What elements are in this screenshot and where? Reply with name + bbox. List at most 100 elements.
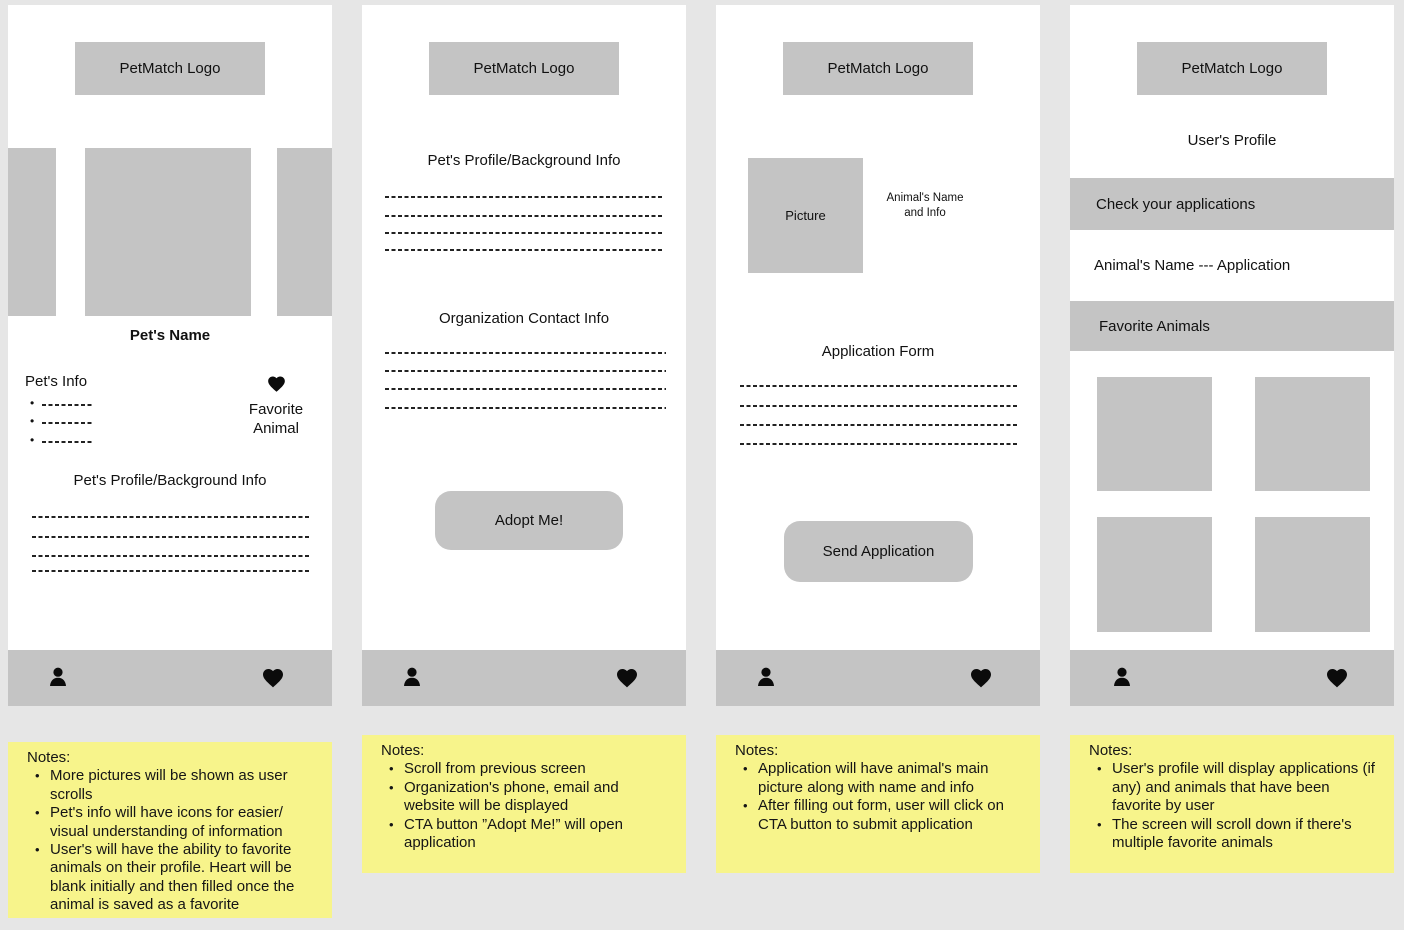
person-icon[interactable] <box>754 666 778 690</box>
sticky-note-adopt: Notes: Scroll from previous screen Organ… <box>362 735 686 873</box>
person-icon[interactable] <box>400 666 424 690</box>
note-title: Notes: <box>381 742 425 759</box>
org-placeholder-line <box>385 407 666 409</box>
favorite-animal-thumb[interactable] <box>1255 517 1370 632</box>
note-item: User's will have the ability to favorite… <box>27 841 316 915</box>
form-placeholder-line <box>740 405 1018 407</box>
org-placeholder-line <box>385 370 666 372</box>
note-item: CTA button ”Adopt Me!” will open applica… <box>381 816 670 853</box>
petmatch-logo: PetMatch Logo <box>75 42 265 95</box>
logo-label: PetMatch Logo <box>473 60 575 77</box>
check-applications-bar[interactable]: Check your applications <box>1070 178 1394 230</box>
form-placeholder-line <box>740 385 1018 387</box>
column-user-profile: PetMatch Logo User's Profile Check your … <box>1070 5 1394 873</box>
favorite-animal-thumb[interactable] <box>1097 377 1212 491</box>
pet-photo-carousel-next[interactable] <box>277 148 332 316</box>
heart-icon[interactable] <box>1325 666 1349 690</box>
application-row[interactable]: Animal's Name --- Application <box>1070 230 1394 301</box>
check-applications-label: Check your applications <box>1096 195 1256 213</box>
sticky-note-pet-detail: Notes: More pictures will be shown as us… <box>8 742 332 918</box>
note-item: More pictures will be shown as user scro… <box>27 767 316 804</box>
heart-icon[interactable] <box>261 666 285 690</box>
pet-profile-heading: Pet's Profile/Background Info <box>427 152 621 169</box>
person-icon[interactable] <box>1110 666 1134 690</box>
pet-info-heading: Pet's Info <box>25 373 88 390</box>
note-item: Organization's phone, email and website … <box>381 779 670 816</box>
org-placeholder-line <box>385 352 666 354</box>
note-item: User's profile will display applications… <box>1089 760 1378 815</box>
logo-label: PetMatch Logo <box>1181 60 1283 77</box>
note-item: The screen will scroll down if there's m… <box>1089 816 1378 853</box>
pet-name: Pet's Name <box>129 327 211 344</box>
heart-icon[interactable] <box>969 666 993 690</box>
favorite-animal-thumb[interactable] <box>1255 377 1370 491</box>
note-item: Scroll from previous screen <box>381 760 670 779</box>
logo-label: PetMatch Logo <box>119 60 221 77</box>
animal-name-caption: Animal's Name and Info <box>886 192 964 219</box>
note-item: Pet's info will have icons for easier/ v… <box>27 804 316 841</box>
bottom-nav <box>1070 650 1394 706</box>
animal-picture-placeholder: Picture <box>748 158 863 273</box>
bullet-dot: • <box>30 414 35 428</box>
pet-profile-heading: Pet's Profile/Background Info <box>73 472 267 489</box>
form-placeholder-line <box>740 424 1018 426</box>
note-list: Scroll from previous screen Organization… <box>381 760 670 852</box>
petmatch-logo: PetMatch Logo <box>1137 42 1327 95</box>
column-application: PetMatch Logo Picture Animal's Name and … <box>716 5 1040 873</box>
profile-placeholder-line <box>32 516 310 518</box>
favorite-caption: Favorite Animal <box>248 401 304 437</box>
pet-photo-carousel-prev[interactable] <box>8 148 56 316</box>
pet-photo-carousel-main[interactable] <box>85 148 251 316</box>
send-application-label: Send Application <box>822 543 935 560</box>
profile-placeholder-line <box>32 555 310 557</box>
profile-placeholder-line <box>32 536 310 538</box>
note-list: More pictures will be shown as user scro… <box>27 767 316 914</box>
pet-info-placeholder-line <box>42 404 94 406</box>
bottom-nav <box>716 650 1040 706</box>
screen-pet-detail: PetMatch Logo Pet's Name Pet's Info • • … <box>8 5 332 706</box>
application-form-heading: Application Form <box>821 343 935 360</box>
note-title: Notes: <box>1089 742 1133 759</box>
screen-adopt: PetMatch Logo Pet's Profile/Background I… <box>362 5 686 706</box>
favorite-animals-bar[interactable]: Favorite Animals <box>1070 301 1394 351</box>
adopt-me-button[interactable]: Adopt Me! <box>435 491 623 550</box>
logo-label: PetMatch Logo <box>827 60 929 77</box>
application-row-label: Animal's Name --- Application <box>1094 257 1291 274</box>
send-application-button[interactable]: Send Application <box>784 521 973 582</box>
column-adopt: PetMatch Logo Pet's Profile/Background I… <box>362 5 686 873</box>
note-title: Notes: <box>27 749 71 766</box>
bullet-dot: • <box>30 433 35 447</box>
bullet-dot: • <box>30 396 35 410</box>
user-profile-title: User's Profile <box>1187 132 1277 149</box>
picture-label: Picture <box>785 208 826 223</box>
favorite-heart-icon[interactable] <box>266 374 287 394</box>
org-placeholder-line <box>385 388 666 390</box>
heart-icon[interactable] <box>615 666 639 690</box>
org-contact-heading: Organization Contact Info <box>438 310 610 327</box>
profile-placeholder-line <box>385 249 664 251</box>
bottom-nav <box>8 650 332 706</box>
person-icon[interactable] <box>46 666 70 690</box>
sticky-note-application: Notes: Application will have animal's ma… <box>716 735 1040 873</box>
adopt-me-label: Adopt Me! <box>494 512 564 529</box>
note-list: User's profile will display applications… <box>1089 760 1378 852</box>
screen-application: PetMatch Logo Picture Animal's Name and … <box>716 5 1040 706</box>
note-item: After filling out form, user will click … <box>735 797 1024 834</box>
profile-placeholder-line <box>32 570 310 572</box>
note-item: Application will have animal's main pict… <box>735 760 1024 797</box>
column-pet-detail: PetMatch Logo Pet's Name Pet's Info • • … <box>8 5 332 918</box>
sticky-note-user-profile: Notes: User's profile will display appli… <box>1070 735 1394 873</box>
favorite-animals-label: Favorite Animals <box>1099 317 1210 335</box>
favorite-animal-thumb[interactable] <box>1097 517 1212 632</box>
pet-info-placeholder-line <box>42 422 94 424</box>
screen-user-profile: PetMatch Logo User's Profile Check your … <box>1070 5 1394 706</box>
note-title: Notes: <box>735 742 779 759</box>
bottom-nav <box>362 650 686 706</box>
form-placeholder-line <box>740 443 1018 445</box>
profile-placeholder-line <box>385 215 664 217</box>
profile-placeholder-line <box>385 232 664 234</box>
note-list: Application will have animal's main pict… <box>735 760 1024 834</box>
petmatch-logo: PetMatch Logo <box>783 42 973 95</box>
profile-placeholder-line <box>385 196 664 198</box>
pet-info-placeholder-line <box>42 441 94 443</box>
